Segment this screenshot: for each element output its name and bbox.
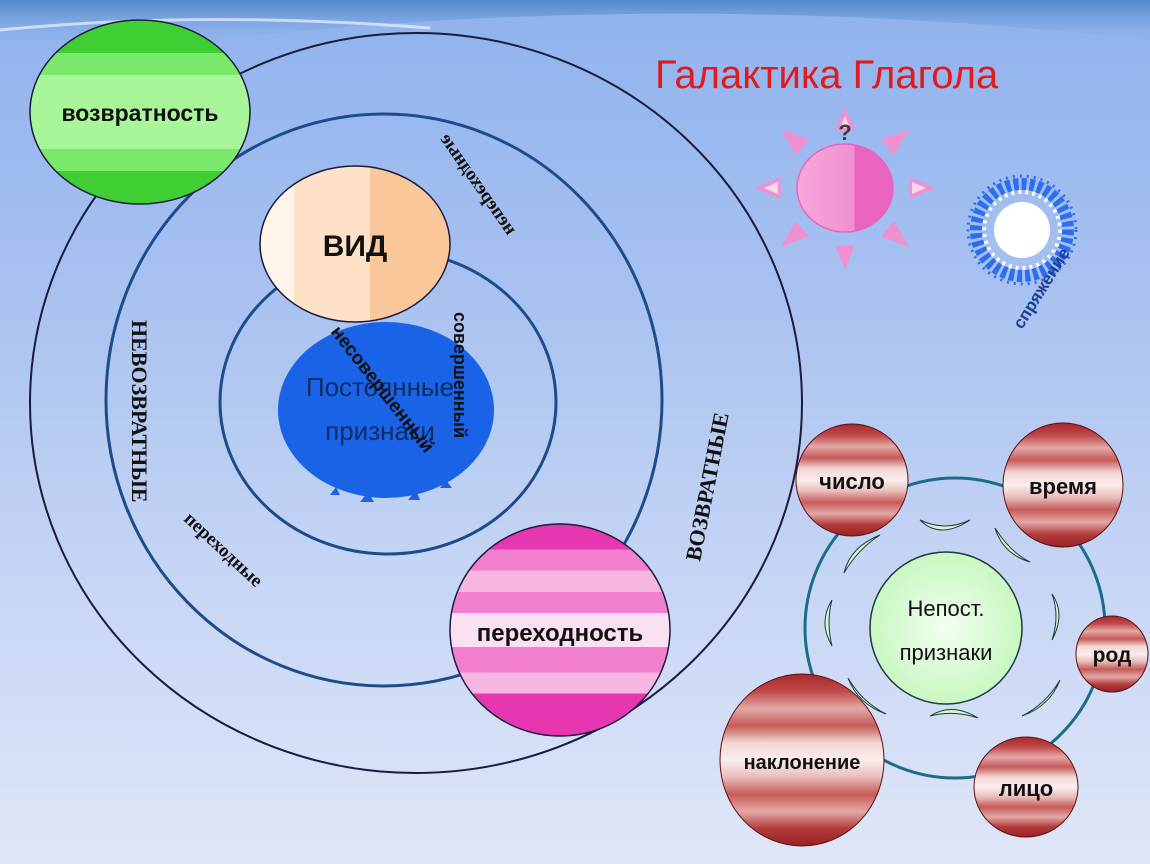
planet-reflexivity-label: возвратность	[61, 100, 218, 126]
center-constant-features: Постоянные признаки	[278, 322, 494, 502]
nonconstant-center-line1: Непост.	[907, 596, 984, 621]
snowflake-icon: спряжение	[966, 174, 1078, 332]
nonconstant-center	[869, 551, 1023, 705]
planet-gender-label: род	[1093, 644, 1132, 667]
label-perfective: совершенный	[450, 312, 470, 438]
planet-tense-label: время	[1029, 474, 1097, 499]
sun-icon: ?	[754, 106, 936, 270]
planet-mood: наклонение	[719, 673, 885, 847]
center-label-line1: Постоянные	[306, 372, 454, 402]
planet-number: число	[795, 423, 909, 537]
planet-aspect-label: ВИД	[323, 230, 388, 263]
label-transitive: переходные	[180, 508, 267, 591]
center-label-line2: признаки	[325, 416, 435, 446]
planet-person-label: лицо	[999, 776, 1053, 801]
planet-transitivity: переходность	[449, 523, 671, 737]
page-title: Галактика Глагола	[655, 53, 999, 97]
middle-orbit	[104, 112, 664, 688]
label-non-reflexive: НЕВОЗВРАТНЫЕ	[127, 320, 152, 503]
nonconstant-center-line2: признаки	[900, 640, 993, 665]
sun-question-mark: ?	[838, 120, 851, 145]
planet-transitivity-label: переходность	[477, 620, 644, 647]
outer-orbit	[29, 32, 803, 774]
planet-tense: время	[1002, 422, 1124, 548]
sky-swoosh	[0, 0, 1150, 47]
planet-mood-label: наклонение	[744, 752, 861, 774]
label-reflexive: ВОЗВРАТНЫЕ	[680, 410, 733, 563]
planet-gender: род	[1075, 615, 1149, 693]
nonconstant-cluster: Непост. признаки число время род наклоне…	[719, 422, 1149, 847]
planet-number-label: число	[819, 469, 885, 494]
planet-aspect: ВИД	[259, 165, 451, 323]
planet-person: лицо	[973, 736, 1079, 838]
planet-reflexivity: возвратность	[29, 19, 251, 205]
